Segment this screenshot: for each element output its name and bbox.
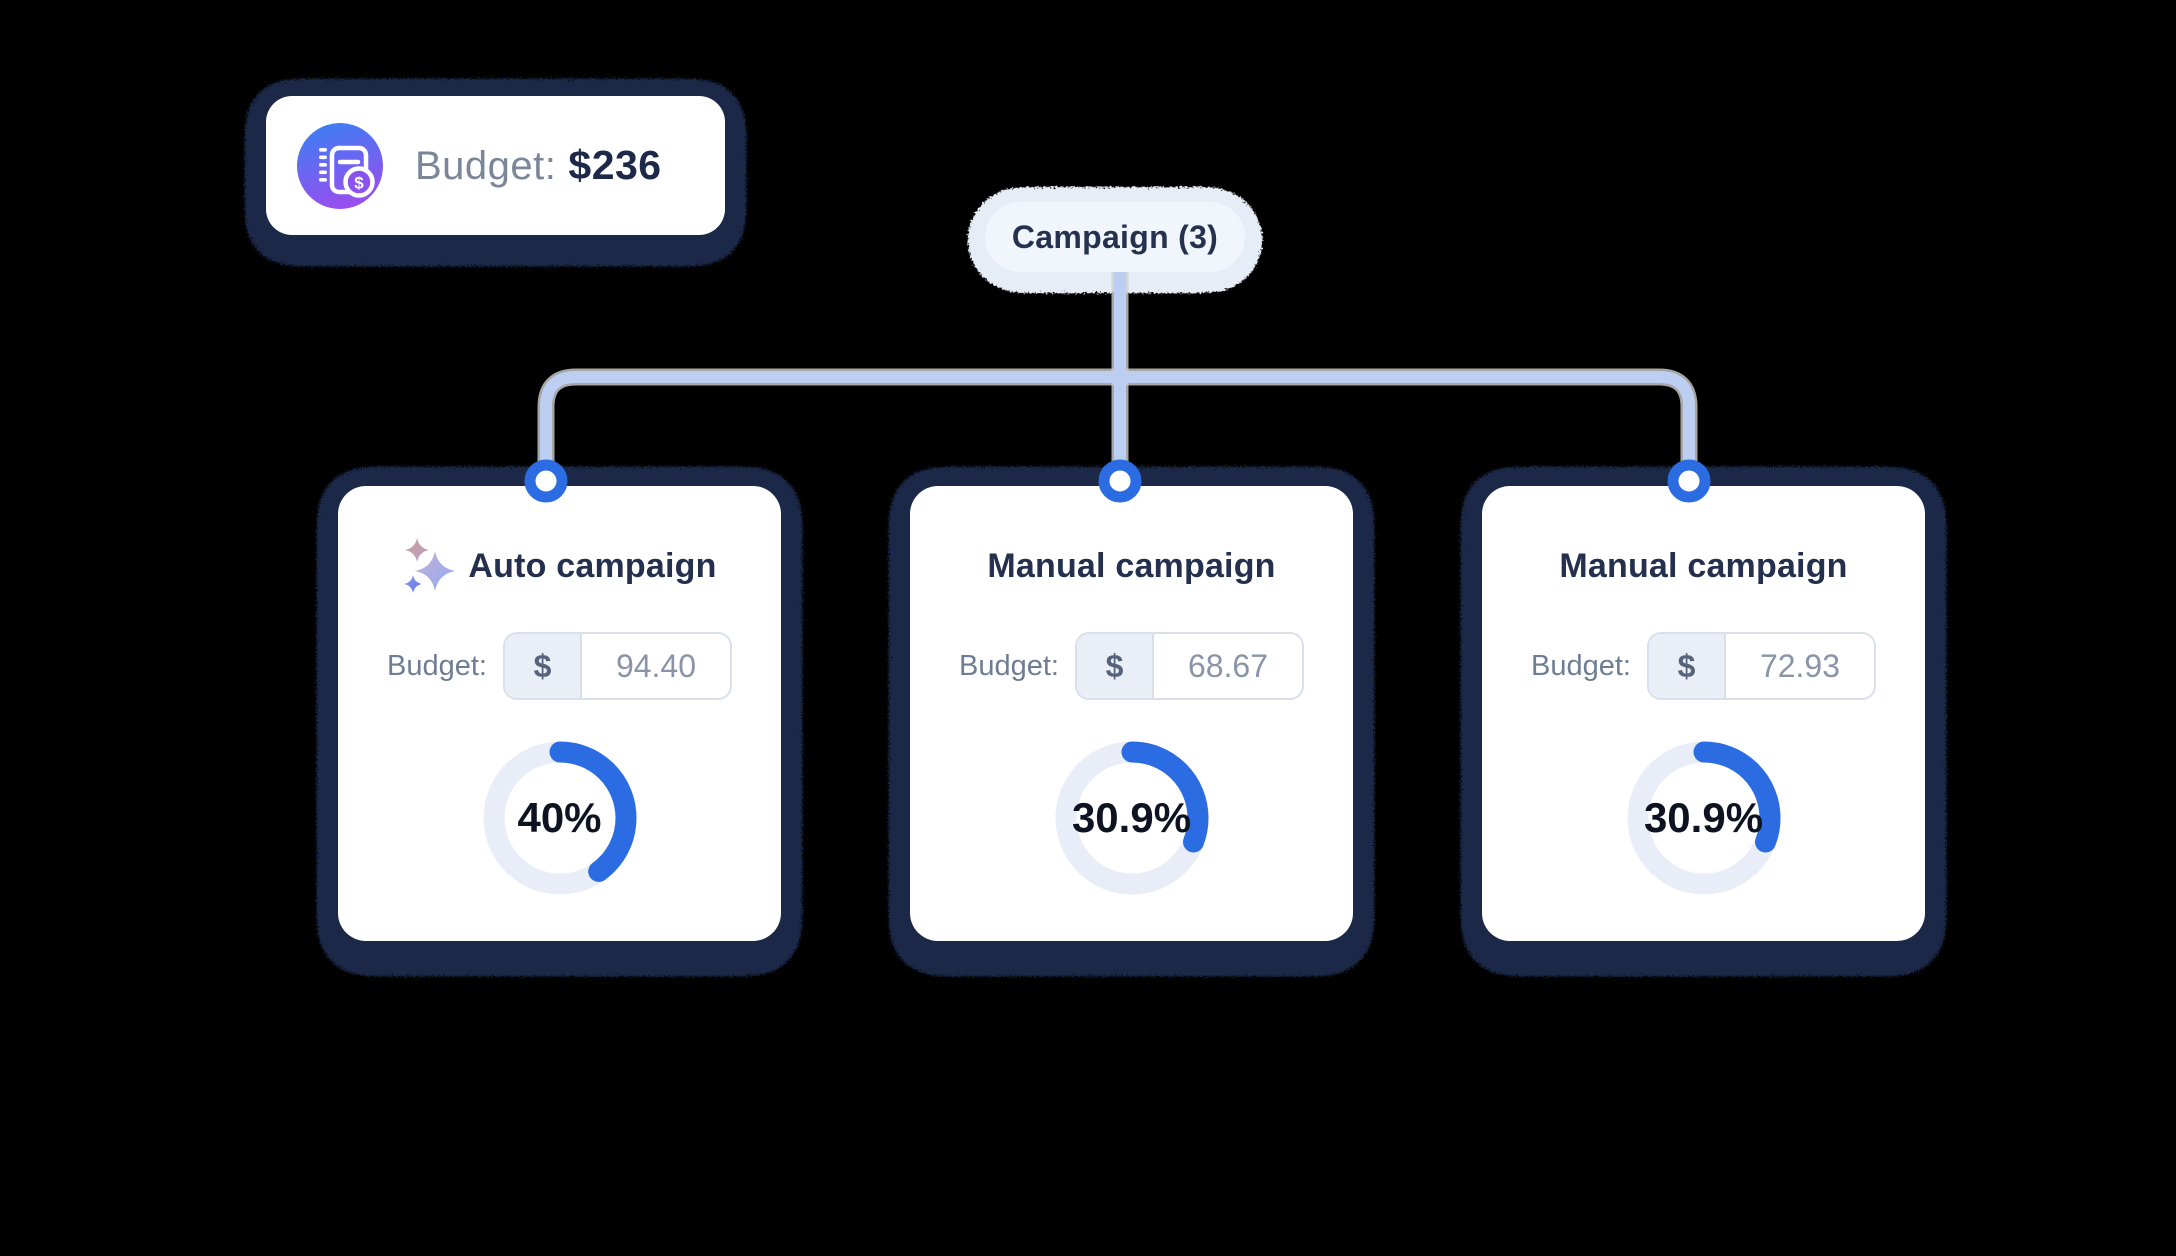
budget-input[interactable] (581, 634, 730, 698)
connector-line (540, 371, 1695, 481)
chip-text: Budget: $236 (415, 142, 662, 189)
budget-row: Budget: $ (910, 632, 1353, 700)
card-title: Manual campaign (1559, 546, 1848, 585)
card-title-row: Auto campaign (338, 538, 781, 594)
budget-label: Budget: (959, 649, 1059, 682)
budget-label: Budget: (1531, 649, 1631, 682)
ring-percent-label: 30.9% (1071, 794, 1192, 841)
ring-percent-label: 30.9% (1643, 794, 1764, 841)
svg-text:$: $ (354, 173, 364, 192)
sparkles-icon (404, 538, 455, 593)
currency-prefix: $ (1076, 634, 1154, 698)
campaign-card-manual-1: Manual campaign Budget: $ 30.9% (910, 486, 1353, 941)
ring-arc (1055, 741, 1208, 895)
campaign-card-manual-2: Manual campaign Budget: $ 30.9% (1482, 486, 1925, 941)
budget-input-group[interactable]: $ (502, 632, 732, 700)
budget-input-group[interactable]: $ (1074, 632, 1304, 700)
progress-ring-svg (483, 741, 636, 895)
chip-budget-value: $236 (568, 142, 662, 188)
budget-input[interactable] (1153, 634, 1302, 698)
budget-label: Budget: (387, 649, 487, 682)
budget-progress-ring: 30.9% (1052, 738, 1212, 898)
budget-input[interactable] (1725, 634, 1874, 698)
budget-progress-ring: 40% (480, 738, 640, 898)
campaign-count-label: Campaign (3) (1011, 218, 1219, 255)
currency-prefix: $ (1648, 634, 1726, 698)
budget-input-group[interactable]: $ (1646, 632, 1876, 700)
ring-percent-label: 40% (517, 794, 602, 841)
campaign-count-node: Campaign (3) (985, 202, 1245, 272)
invoice-dollar-icon: $ (297, 122, 383, 209)
card-title: Auto campaign (468, 546, 717, 585)
total-budget-chip: $ Budget: $236 (266, 96, 725, 235)
chip-budget-label: Budget: (415, 144, 557, 188)
progress-ring-svg (1627, 741, 1780, 895)
connector-lines (537, 266, 1698, 481)
budget-row: Budget: $ (338, 632, 781, 700)
ring-arc (483, 741, 636, 895)
currency-prefix: $ (504, 634, 582, 698)
card-title-row: Manual campaign (1482, 538, 1925, 594)
budget-row: Budget: $ (1482, 632, 1925, 700)
budget-progress-ring: 30.9% (1624, 738, 1784, 898)
progress-ring-svg (1055, 741, 1208, 895)
ring-arc (1627, 741, 1780, 895)
campaign-card-auto: Auto campaign Budget: $ 40% (338, 486, 781, 941)
card-title: Manual campaign (987, 546, 1276, 585)
card-title-row: Manual campaign (910, 538, 1353, 594)
